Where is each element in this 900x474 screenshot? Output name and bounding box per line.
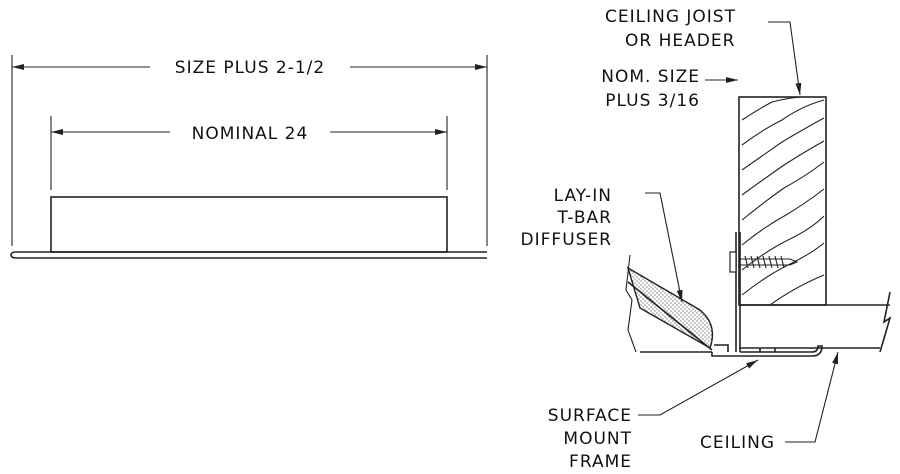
ceiling-break-left <box>625 254 637 353</box>
label-diffuser-3: DIFFUSER <box>521 230 612 250</box>
screw <box>729 251 799 273</box>
ceiling-board <box>739 291 892 353</box>
label-nom-1: NOM. SIZE <box>601 67 700 87</box>
nominal-dimension-label: NOMINAL 24 <box>192 124 309 144</box>
label-ceiling: CEILING <box>700 433 775 453</box>
diffuser-face <box>627 281 713 351</box>
label-frame-3: FRAME <box>569 452 632 472</box>
diffuser-body <box>50 196 448 253</box>
section-view: CEILING JOIST OR HEADER NOM. SIZE PLUS 3… <box>521 7 892 472</box>
label-frame-2: MOUNT <box>563 429 632 449</box>
wood-grain <box>741 96 825 306</box>
label-diffuser-1: LAY-IN <box>554 186 612 206</box>
ceiling-leader <box>785 351 839 443</box>
diffuser-leader <box>645 192 683 303</box>
ceiling-joist <box>738 96 827 306</box>
overall-dimension-label: SIZE PLUS 2-1/2 <box>175 58 325 78</box>
diffuser-flange <box>10 251 487 259</box>
label-joist-2: OR HEADER <box>625 31 735 51</box>
front-elevation: SIZE PLUS 2-1/2 NOMINAL 24 <box>10 55 488 259</box>
label-diffuser-2: T-BAR <box>557 208 612 228</box>
lay-in-diffuser <box>626 266 714 350</box>
joist-leader <box>768 21 802 96</box>
frame-vertical <box>735 232 741 352</box>
label-nom-2: PLUS 3/16 <box>605 91 700 111</box>
frame-leader <box>638 359 759 416</box>
surface-mount-frame <box>711 344 823 357</box>
label-frame-1: SURFACE <box>548 406 632 426</box>
label-joist-1: CEILING JOIST <box>605 7 736 27</box>
